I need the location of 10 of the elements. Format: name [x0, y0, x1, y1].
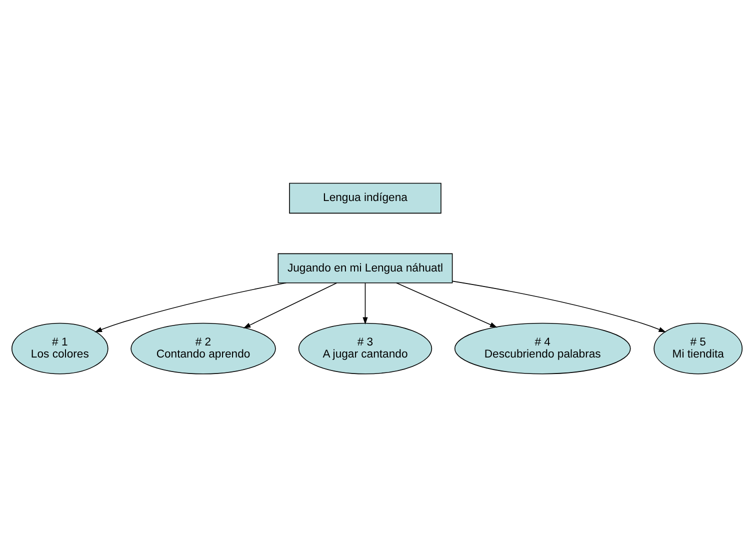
node-box: Jugando en mi Lengua náhuatl — [278, 253, 453, 284]
node-box: Lengua indígena — [289, 182, 442, 214]
arrow — [396, 282, 498, 328]
node-ellipse: # 1 Los colores — [11, 322, 108, 374]
node-ellipse: # 5 Mi tiendita — [654, 322, 743, 374]
node-ellipse: # 3 A jugar cantando — [298, 322, 432, 374]
arrow — [362, 282, 368, 325]
arrow — [452, 280, 666, 332]
arrow — [94, 282, 287, 332]
arrow — [243, 282, 338, 328]
